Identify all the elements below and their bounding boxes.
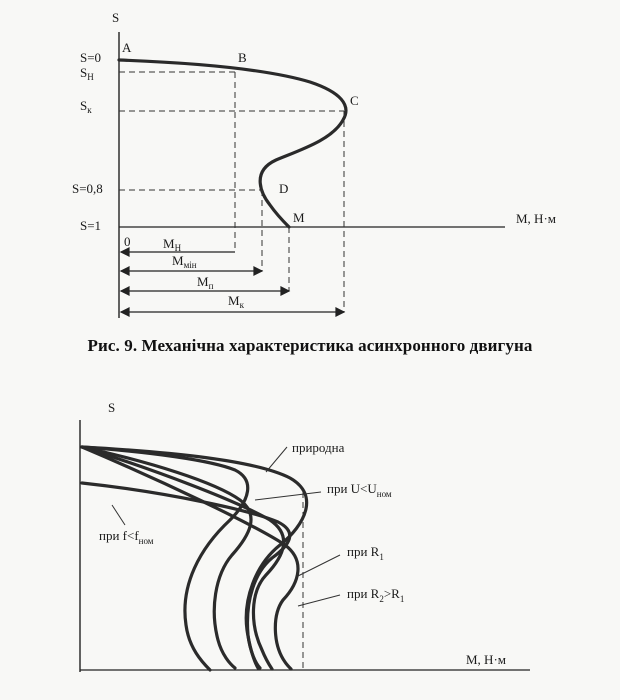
fig1-label-mn: МН — [163, 236, 182, 253]
fig2-x-axis-label: M, Н·м — [466, 652, 506, 667]
fig1-label-sn: SН — [80, 65, 94, 82]
fig1-label-s1: S=1 — [80, 218, 101, 233]
figure-caption: Рис. 9. Механічна характеристика асинхро… — [87, 336, 533, 355]
fig2-label-natural: природна — [292, 440, 345, 455]
fig1-point-m: M — [293, 210, 305, 225]
fig1-guide-lines — [119, 71, 345, 312]
fig2-curve-u-low — [80, 445, 250, 672]
fig2-y-axis-label: S — [108, 400, 115, 415]
fig2-label-u-low: при U<Uном — [327, 481, 392, 499]
fig1-point-a: A — [122, 40, 132, 55]
fig1-point-b: B — [238, 50, 247, 65]
fig2-label-f-low: при f<fном — [99, 528, 154, 546]
figure-2: S M, Н·м природна при U<Uном при f<fном … — [79, 400, 530, 672]
fig1-label-mmin: Ммін — [172, 253, 197, 270]
fig1-label-s0: S=0 — [80, 50, 101, 65]
fig2-pointer-lines — [111, 446, 341, 607]
fig1-x-axis-label: M, Н·м — [516, 211, 556, 226]
fig2-curve-f-low — [80, 481, 292, 670]
fig1-label-s08: S=0,8 — [72, 181, 103, 196]
fig2-curve-r1-b — [80, 445, 286, 671]
fig2-label-r1: при R1 — [347, 544, 384, 562]
fig1-torque-arrows — [119, 247, 346, 317]
fig1-point-d: D — [279, 181, 288, 196]
fig1-label-sk: Sк — [80, 98, 92, 115]
fig1-origin: 0 — [124, 234, 131, 249]
fig1-characteristic-curve — [117, 58, 348, 229]
fig1-label-mk: Мк — [228, 293, 245, 310]
fig1-y-axis-label: S — [112, 10, 119, 25]
fig2-label-r2: при R2>R1 — [347, 586, 404, 604]
fig1-label-mp: Мп — [197, 274, 214, 291]
fig2-curve-r1-a — [80, 445, 253, 670]
figure-1: S M, Н·м A B C D M S=0 SН Sк S=0,8 S=1 0… — [72, 10, 556, 318]
fig2-curve-r2 — [80, 445, 300, 671]
fig1-point-c: C — [350, 93, 359, 108]
fig2-curves — [80, 445, 309, 672]
